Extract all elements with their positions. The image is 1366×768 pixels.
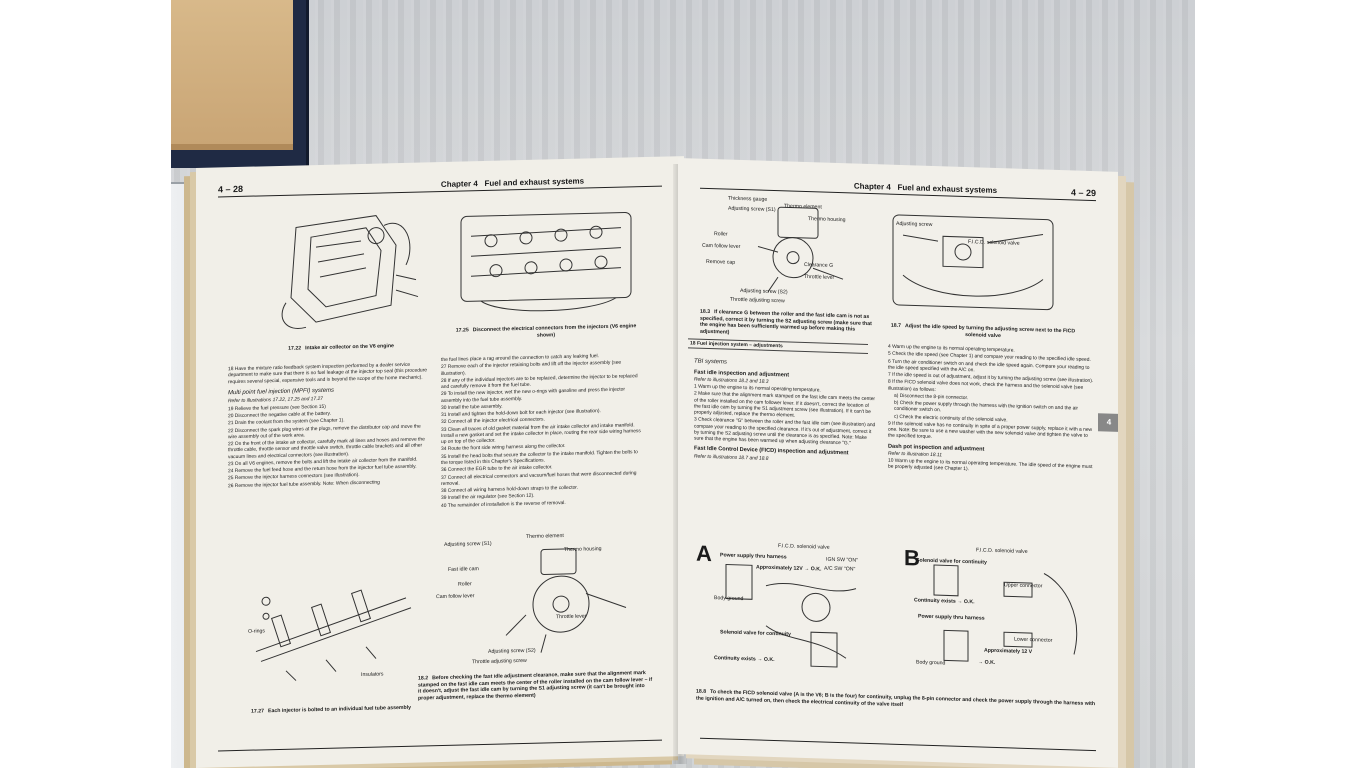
fast-idle-cam-drawing bbox=[505, 548, 627, 653]
intake-collector-drawing bbox=[281, 215, 419, 329]
background-book bbox=[171, 0, 309, 168]
label-r-thermo-housing: Thermo housing bbox=[808, 216, 846, 224]
right-text-column-2: 4 Warm up the engine to its normal opera… bbox=[888, 344, 1094, 473]
label-r-thermo-element: Thermo element bbox=[784, 203, 822, 211]
label-o-rings: O-rings bbox=[248, 628, 266, 635]
figure-intake-collector bbox=[256, 204, 426, 338]
right-chapter-heading: Chapter 4 Fuel and exhaust systems bbox=[853, 181, 998, 196]
label-clearance-g: Clearance G bbox=[804, 261, 834, 269]
label-thermo-housing: Thermo housing bbox=[564, 546, 602, 554]
open-manual: 4 – 28 Chapter 4 Fuel and exhaust system… bbox=[181, 150, 1191, 768]
left-page-number: 4 – 28 bbox=[218, 183, 244, 195]
label-upper-connector: Upper connector bbox=[1004, 582, 1043, 590]
left-text-column-2: the fuel lines place a rag around the co… bbox=[441, 354, 641, 509]
chapter-tab: 4 bbox=[1098, 413, 1118, 432]
label-thermo-element: Thermo element bbox=[526, 533, 564, 540]
figure-ficd-adjust bbox=[883, 204, 1063, 320]
right-page-footer-rule bbox=[700, 737, 1096, 752]
ficd-check-b-drawing bbox=[933, 564, 1078, 662]
label-r-throttle-adjusting-screw: Throttle adjusting screw bbox=[730, 296, 785, 305]
figure-ficd-check-b bbox=[914, 549, 1104, 695]
label-ok-b: → O.K. bbox=[978, 659, 996, 666]
background-book-pages bbox=[171, 0, 293, 150]
ficd-check-a-drawing bbox=[725, 563, 857, 668]
left-page: 4 – 28 Chapter 4 Fuel and exhaust system… bbox=[196, 156, 684, 768]
left-chapter-heading: Chapter 4 Fuel and exhaust systems bbox=[440, 176, 585, 190]
label-r-adjusting-screw-s1: Adjusting screw (S1) bbox=[728, 205, 776, 214]
injector-connectors-drawing bbox=[460, 212, 632, 312]
right-page: Chapter 4 Fuel and exhaust systems 4 – 2… bbox=[678, 158, 1118, 768]
label-insulators: Insulators bbox=[361, 671, 384, 678]
label-throttle-lever: Throttle lever bbox=[556, 613, 587, 621]
label-adjusting-screw-s2: Adjusting screw (S2) bbox=[488, 647, 536, 655]
label-ign-sw: IGN SW "ON" bbox=[826, 556, 858, 564]
label-lower-connector: Lower connector bbox=[1014, 636, 1053, 644]
label-r-throttle-lever: Throttle lever bbox=[804, 273, 835, 281]
figure-fast-idle-cam bbox=[486, 532, 636, 661]
label-throttle-adjusting-screw: Throttle adjusting screw bbox=[472, 657, 527, 666]
label-ac-sw: A/C SW "ON" bbox=[824, 565, 856, 573]
photo-frame: 4 – 28 Chapter 4 Fuel and exhaust system… bbox=[171, 0, 1195, 768]
label-remove-cap: Remove cap bbox=[706, 258, 736, 266]
label-thickness-gauge: Thickness gauge bbox=[728, 195, 768, 203]
section-band-18: 18 Fuel injection system – adjustments bbox=[688, 338, 868, 354]
clearance-g-drawing bbox=[757, 206, 844, 293]
left-text-column-1: 18 Have the mixture ratio feedback syste… bbox=[228, 362, 427, 489]
label-cam-follow-lever: Cam follow lever bbox=[436, 593, 475, 601]
label-adjusting-screw-s1: Adjusting screw (S1) bbox=[444, 540, 492, 548]
figure-ficd-check-a bbox=[706, 544, 896, 690]
label-body-ground-b: Body ground bbox=[916, 659, 946, 667]
label-roller: Roller bbox=[458, 581, 472, 588]
label-r-cam-follow-lever: Cam follow lever bbox=[702, 242, 741, 250]
fuel-tube-drawing bbox=[255, 589, 412, 681]
label-fast-idle-cam: Fast idle cam bbox=[448, 566, 479, 573]
figure-clearance-g bbox=[738, 196, 848, 299]
right-page-number: 4 – 29 bbox=[1070, 187, 1096, 199]
left-page-header: 4 – 28 Chapter 4 Fuel and exhaust system… bbox=[218, 170, 662, 198]
left-page-footer-rule bbox=[218, 739, 662, 752]
label-r-roller: Roller bbox=[714, 231, 728, 238]
right-text-column-1: TBI systems Fast idle inspection and adj… bbox=[694, 358, 876, 462]
figure-injector-connectors bbox=[451, 197, 641, 322]
figure-injector-fuel-tube bbox=[236, 557, 426, 692]
ficd-adjust-drawing bbox=[892, 214, 1054, 311]
label-adjusting-screw: Adjusting screw bbox=[896, 220, 933, 228]
label-body-ground-a: Body ground bbox=[714, 595, 744, 603]
